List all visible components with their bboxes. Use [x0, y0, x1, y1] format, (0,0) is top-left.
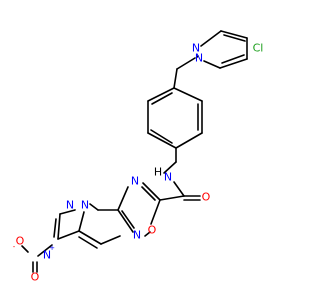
pyrazole-n1-bottom: N [81, 199, 89, 212]
pyrazole-n2-top: N [192, 42, 200, 55]
pyrazole-n1-top: N [195, 52, 203, 65]
chlorine-atom: Cl [253, 42, 264, 55]
pyrazole-n2-bottom: N [66, 199, 74, 212]
background [0, 0, 300, 300]
molecule-structure: Cl N N N H O N N O N N N + O - O [0, 0, 300, 300]
amide-hydrogen: H [154, 166, 162, 179]
nitro-nitrogen: N [43, 249, 51, 262]
carbonyl-oxygen: O [202, 191, 211, 204]
atom-labels: Cl N N N H O N N O N N N + O - O [13, 42, 264, 284]
nitro-oxygen-left: O [16, 235, 25, 248]
oxadiazole-n4: N [131, 175, 139, 188]
bonds [21, 30, 248, 273]
oxadiazole-n2: N [133, 229, 141, 242]
amide-nitrogen: N [164, 171, 172, 184]
nitro-oxygen-bottom: O [31, 271, 40, 284]
nitro-minus-charge: - [13, 243, 16, 251]
nitro-plus-charge: + [49, 244, 55, 252]
oxadiazole-o1: O [148, 224, 157, 237]
